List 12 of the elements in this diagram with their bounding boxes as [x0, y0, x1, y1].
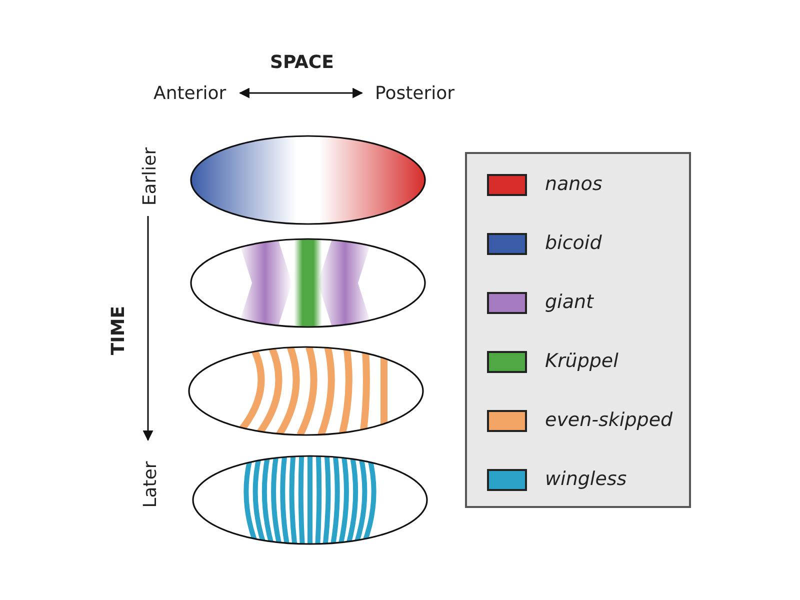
axis-end-label: Later: [139, 460, 160, 508]
axis-end-label: Anterior: [154, 82, 226, 104]
legend-label: wingless: [545, 468, 627, 490]
legend-label: Krüppel: [545, 350, 618, 372]
legend-label: giant: [545, 291, 594, 313]
axis-end-label: Posterior: [375, 82, 455, 104]
axis-title: TIME: [108, 305, 129, 355]
legend-label: bicoid: [545, 232, 602, 254]
axis-title: SPACE: [270, 52, 334, 72]
axis-end-label: Earlier: [140, 146, 161, 206]
legend-label: even-skipped: [545, 409, 673, 431]
legend-label: nanos: [545, 173, 602, 195]
